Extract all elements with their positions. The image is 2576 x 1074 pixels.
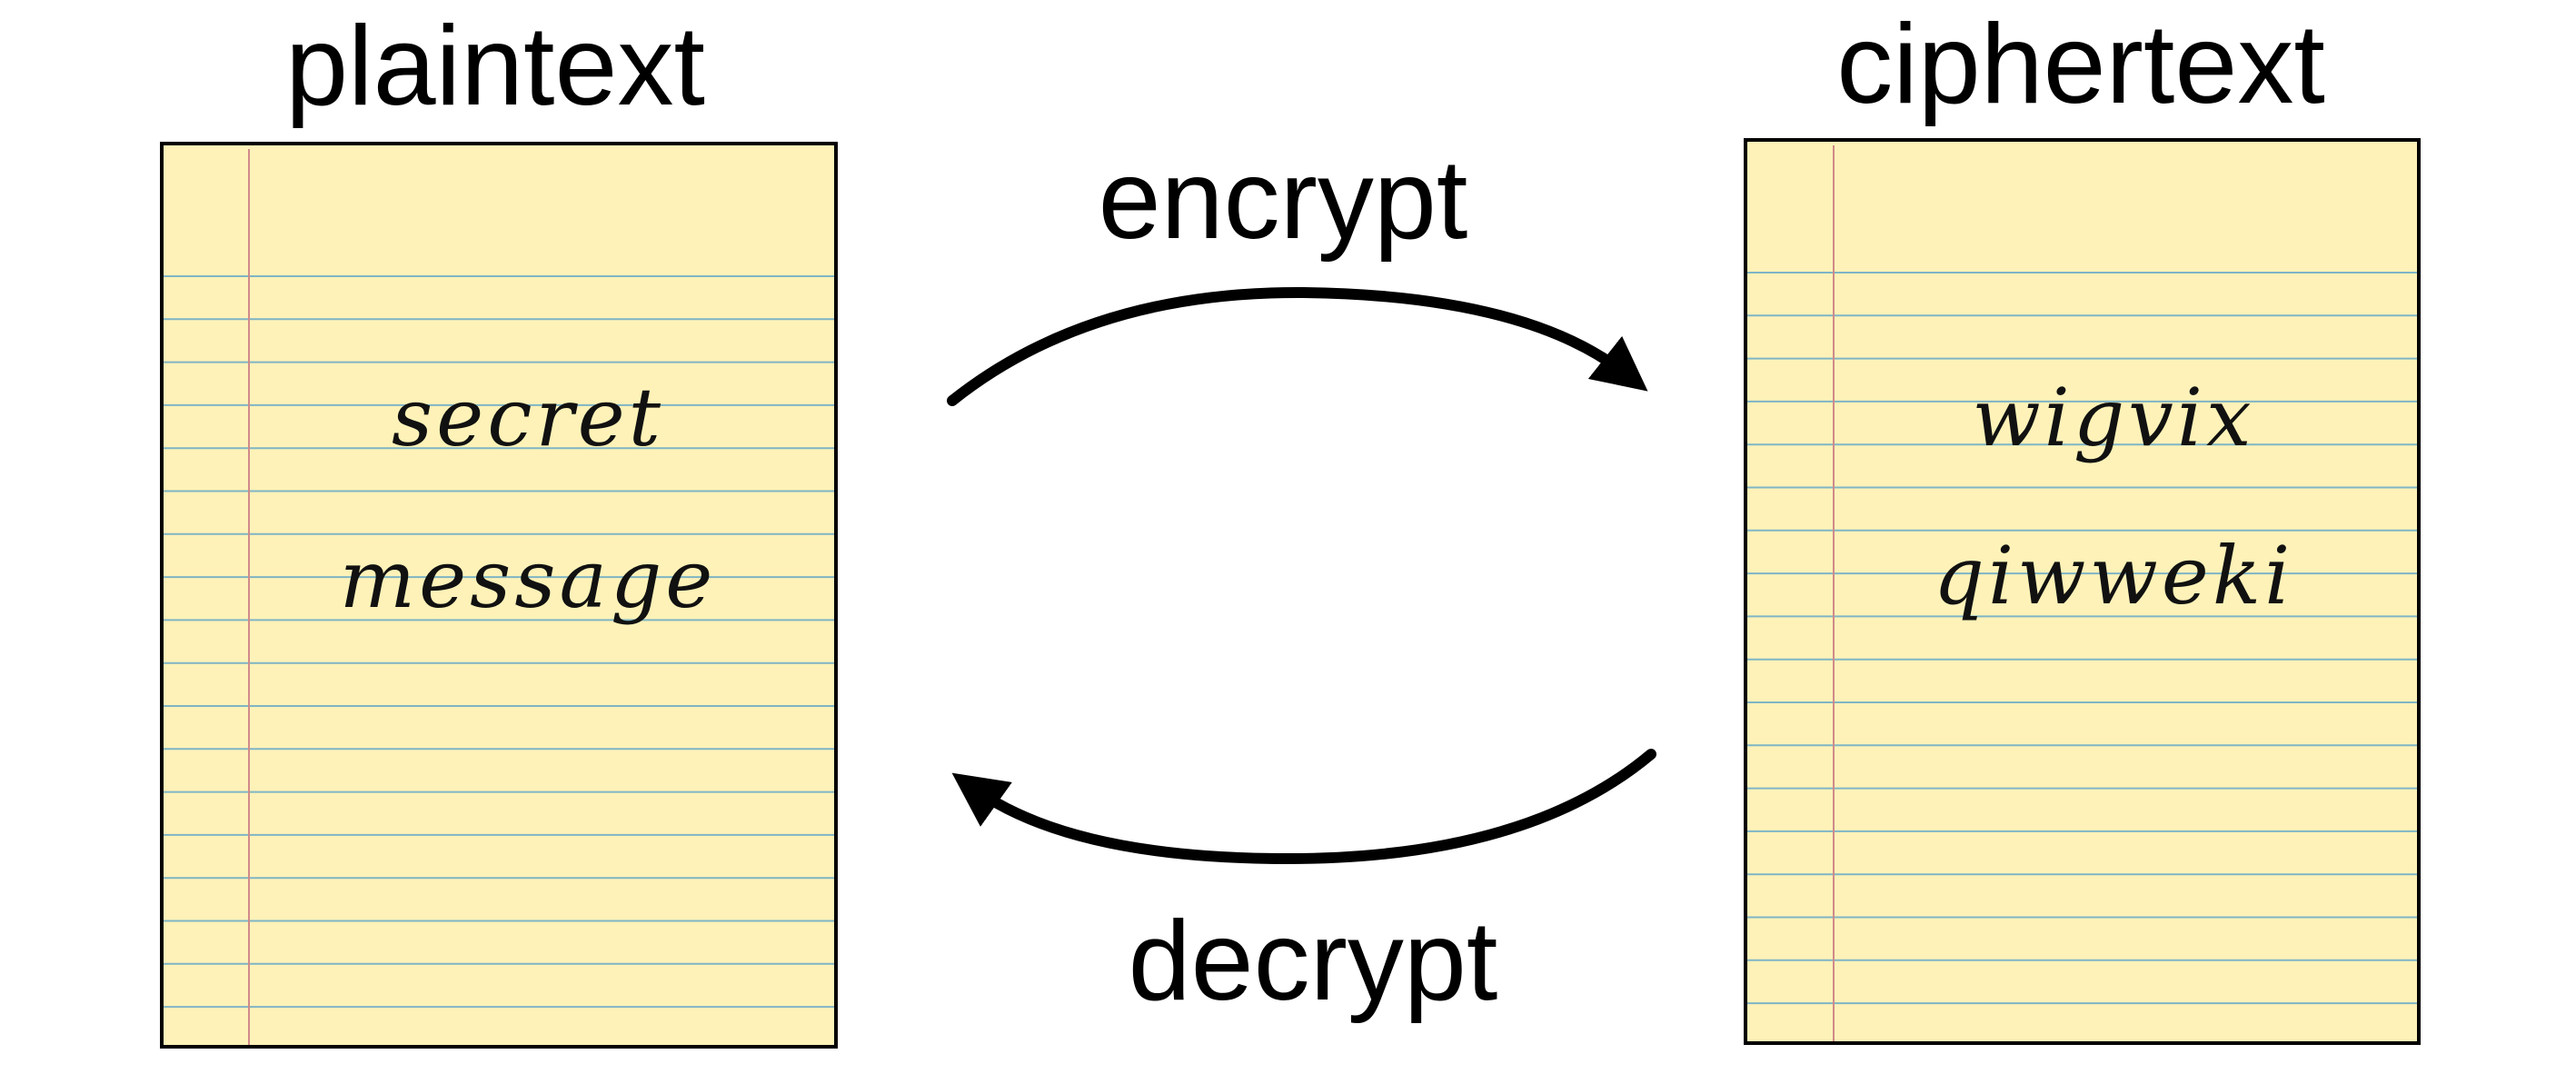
ciphertext-line-1: wigvix xyxy=(1972,371,2254,464)
plaintext-line-1: secret xyxy=(392,371,664,464)
ciphertext-page xyxy=(1744,138,2421,1045)
plaintext-page xyxy=(160,142,838,1049)
decrypt-arrow xyxy=(951,749,1656,865)
plaintext-line-2: message xyxy=(340,532,717,626)
plaintext-title: plaintext xyxy=(285,4,705,129)
encrypt-arrow xyxy=(947,286,1648,406)
encrypt-label: encrypt xyxy=(1099,137,1468,263)
decrypt-label: decrypt xyxy=(1129,899,1498,1024)
ciphertext-line-2: qiwweki xyxy=(1934,529,2294,622)
ciphertext-title: ciphertext xyxy=(1836,2,2325,127)
